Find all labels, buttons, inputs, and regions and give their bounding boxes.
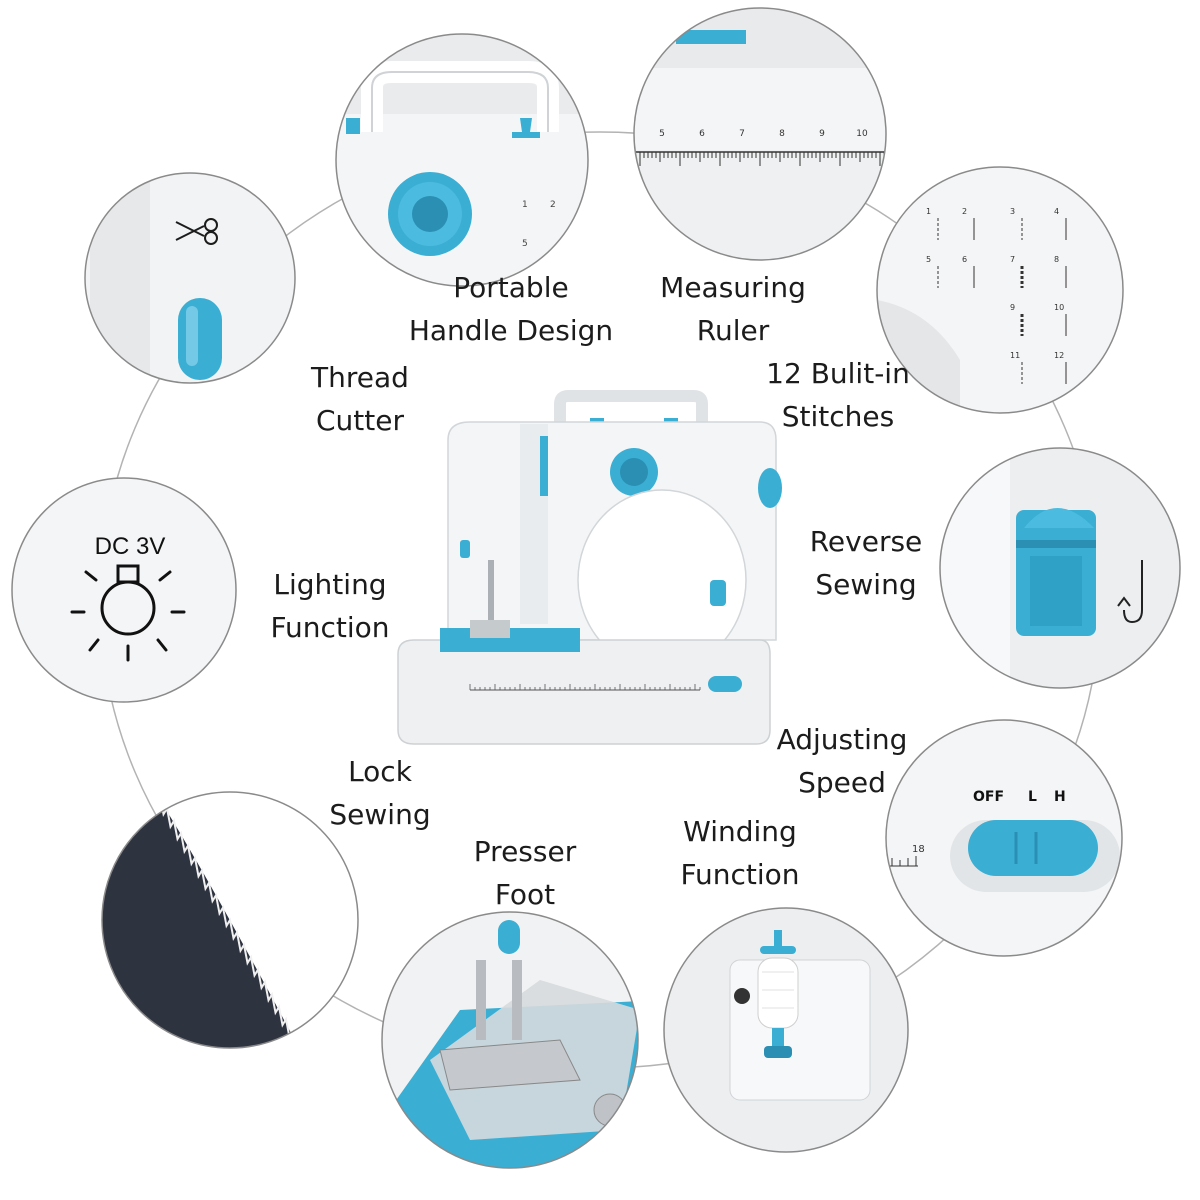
dial-number: 2 (550, 200, 556, 210)
speed-low-label: L (1028, 789, 1037, 805)
label-line: Reverse (809, 525, 923, 558)
cutter-button (178, 298, 222, 380)
fabric-swatch (102, 800, 300, 1048)
stitch-number: 4 (1054, 207, 1059, 216)
stitch-number: 5 (926, 255, 931, 264)
thread-spool (757, 957, 799, 1029)
scissors-icon (175, 218, 218, 245)
stitch-number: 3 (1010, 207, 1015, 216)
ruler-number: 10 (856, 129, 868, 139)
adjusting-speed-circle: 18 OFF L H (885, 719, 1123, 957)
stitch-number: 10 (1054, 303, 1064, 312)
speed-off-label: OFF (973, 789, 1004, 805)
label-line: Speed (798, 766, 886, 799)
label-line: Cutter (316, 404, 404, 437)
label-portable-handle: Portable Handle Design (398, 266, 624, 352)
label-adjusting-speed: Adjusting Speed (772, 718, 912, 804)
label-line: 12 Bulit-in (766, 357, 910, 390)
ruler-number: 5 (659, 129, 665, 139)
stitch-number: 8 (1054, 255, 1059, 264)
label-line: Sewing (329, 798, 431, 831)
label-presser-foot: Presser Foot (460, 830, 590, 916)
dial-number: 1 (522, 200, 528, 210)
stitch-number: 12 (1054, 351, 1064, 360)
label-line: Measuring (660, 271, 806, 304)
label-measuring-ruler: Measuring Ruler (648, 266, 818, 352)
label-line: Lock (348, 755, 412, 788)
label-stitches: 12 Bulit-in Stitches (748, 352, 928, 438)
lighting-circle: DC 3V (11, 477, 237, 703)
label-line: Stitches (781, 400, 895, 433)
zigzag-stitch (159, 795, 298, 1048)
scale-mark: 18 (912, 844, 925, 855)
lock-sewing-circle (101, 791, 359, 1049)
speed-high-label: H (1054, 789, 1066, 805)
label-reverse-sewing: Reverse Sewing (796, 520, 936, 606)
label-line: Lighting (273, 568, 387, 601)
label-line: Function (270, 611, 390, 644)
thread-cutter-circle (84, 172, 296, 384)
speed-switch (968, 820, 1098, 876)
stitch-number: 2 (962, 207, 967, 216)
stitch-number: 6 (962, 255, 967, 264)
label-line: Adjusting (776, 723, 908, 756)
label-line: Thread (311, 361, 409, 394)
voltage-label: DC 3V (95, 533, 166, 560)
stitch-number: 7 (1010, 255, 1015, 264)
ruler-number: 6 (699, 129, 705, 139)
label-lock-sewing: Lock Sewing (318, 750, 442, 836)
label-line: Function (680, 858, 800, 891)
reverse-arrow-icon (1117, 560, 1143, 624)
reverse-sewing-circle (939, 447, 1181, 689)
label-line: Foot (494, 878, 556, 911)
portable-handle-circle: 1 2 5 (335, 33, 589, 287)
winding-circle (663, 907, 909, 1153)
label-line: Presser (473, 835, 577, 868)
ruler-number: 9 (819, 129, 825, 139)
presser-foot-circle (381, 911, 639, 1169)
light-bulb-icon (70, 564, 186, 662)
ruler-number: 7 (739, 129, 745, 139)
label-line: Ruler (696, 314, 770, 347)
label-winding: Winding Function (668, 810, 812, 896)
stitch-number: 1 (926, 207, 931, 216)
stitch-number: 9 (1010, 303, 1015, 312)
label-line: Handle Design (408, 314, 614, 347)
measuring-ruler-circle: 5 6 7 8 9 10 (633, 7, 887, 261)
label-thread-cutter: Thread Cutter (300, 356, 420, 442)
stitch-number: 11 (1010, 351, 1020, 360)
scale-ticks (888, 856, 918, 867)
label-lighting: Lighting Function (262, 563, 398, 649)
label-line: Sewing (815, 568, 917, 601)
sewing-machine (397, 390, 782, 745)
dial-number: 5 (522, 239, 528, 249)
ruler-ticks (634, 151, 886, 166)
ruler-number: 8 (779, 129, 785, 139)
label-line: Portable (453, 271, 569, 304)
label-line: Winding (683, 815, 797, 848)
